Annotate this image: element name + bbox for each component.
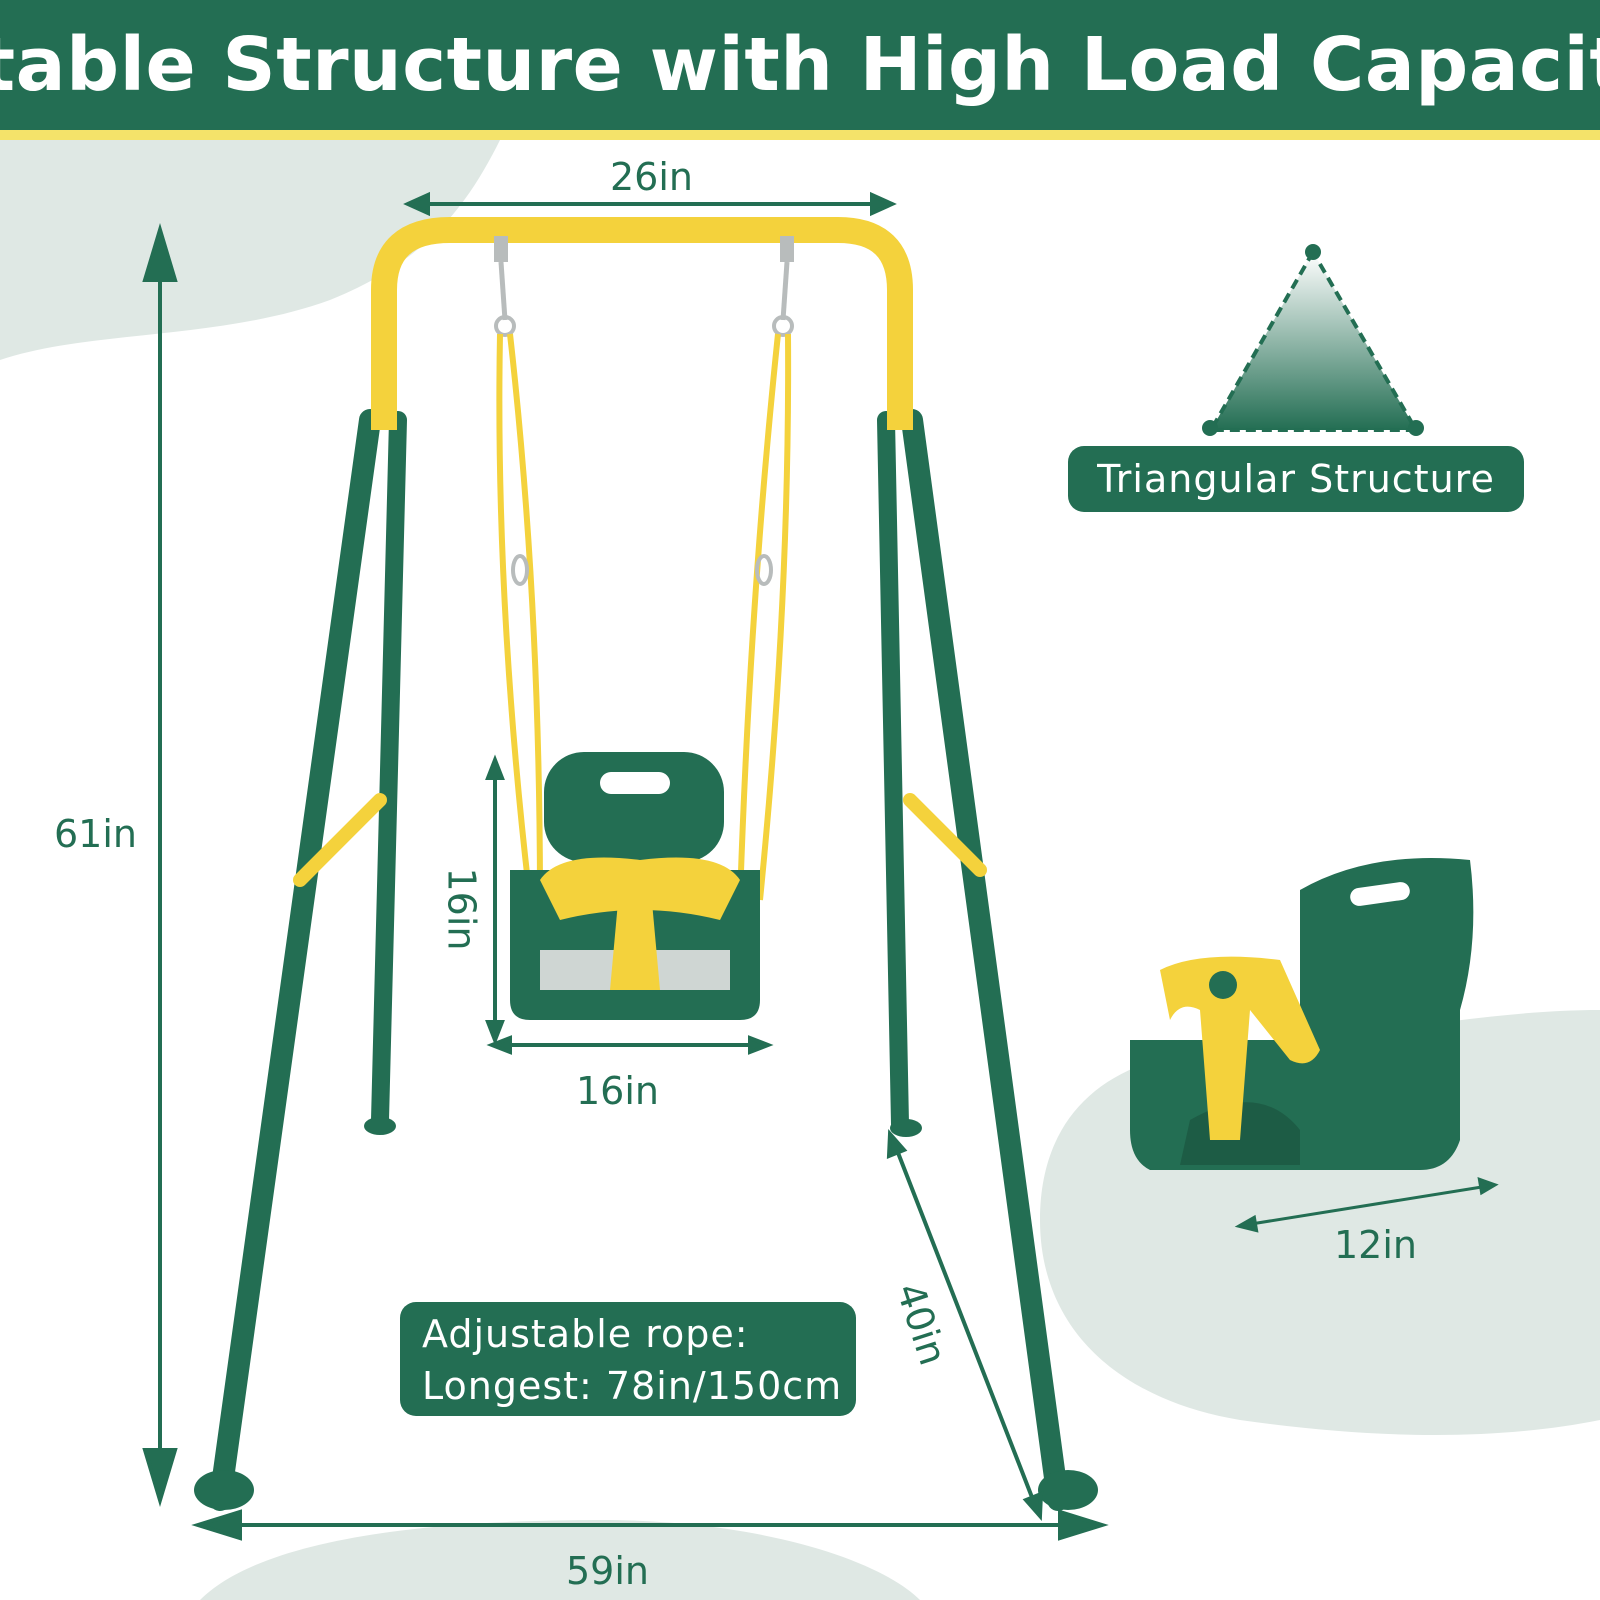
dim-height: 61in xyxy=(54,812,137,856)
triangular-structure-label: Triangular Structure xyxy=(1068,446,1524,512)
rope-line-2: Longest: 78in/150cm xyxy=(422,1364,843,1408)
rope-line-1: Adjustable rope: xyxy=(422,1312,749,1356)
left-foot xyxy=(194,1470,254,1510)
swing-ropes xyxy=(494,236,794,901)
dim-base-width: 59in xyxy=(566,1549,649,1593)
triangle-structure-icon xyxy=(1202,244,1424,436)
header-banner: Stable Structure with High Load Capacity xyxy=(0,0,1600,130)
front-right-leg xyxy=(901,409,1069,1511)
header-stripe xyxy=(0,130,1600,140)
back-left-leg xyxy=(371,411,407,1129)
page-title: Stable Structure with High Load Capacity xyxy=(0,22,1600,108)
background-blob-bottom xyxy=(200,1520,920,1600)
adjustable-rope-label: Adjustable rope: Longest: 78in/150cm xyxy=(400,1302,856,1416)
swing-seat xyxy=(510,752,760,1020)
dim-seat-height: 16in xyxy=(439,867,484,951)
dimension-lines xyxy=(142,191,1499,1541)
back-right-leg xyxy=(877,411,909,1133)
dim-seat-width: 16in xyxy=(576,1069,659,1113)
seat-side-view xyxy=(1130,858,1474,1170)
dim-top-width: 26in xyxy=(610,155,693,199)
dim-seat-depth: 12in xyxy=(1334,1223,1417,1267)
back-right-foot xyxy=(890,1119,922,1137)
swing-frame xyxy=(194,217,1098,1511)
right-foot xyxy=(1038,1470,1098,1510)
background-blob-top-left xyxy=(0,140,500,360)
back-left-foot xyxy=(364,1117,396,1135)
front-left-leg xyxy=(209,409,381,1511)
top-bar xyxy=(371,217,913,430)
